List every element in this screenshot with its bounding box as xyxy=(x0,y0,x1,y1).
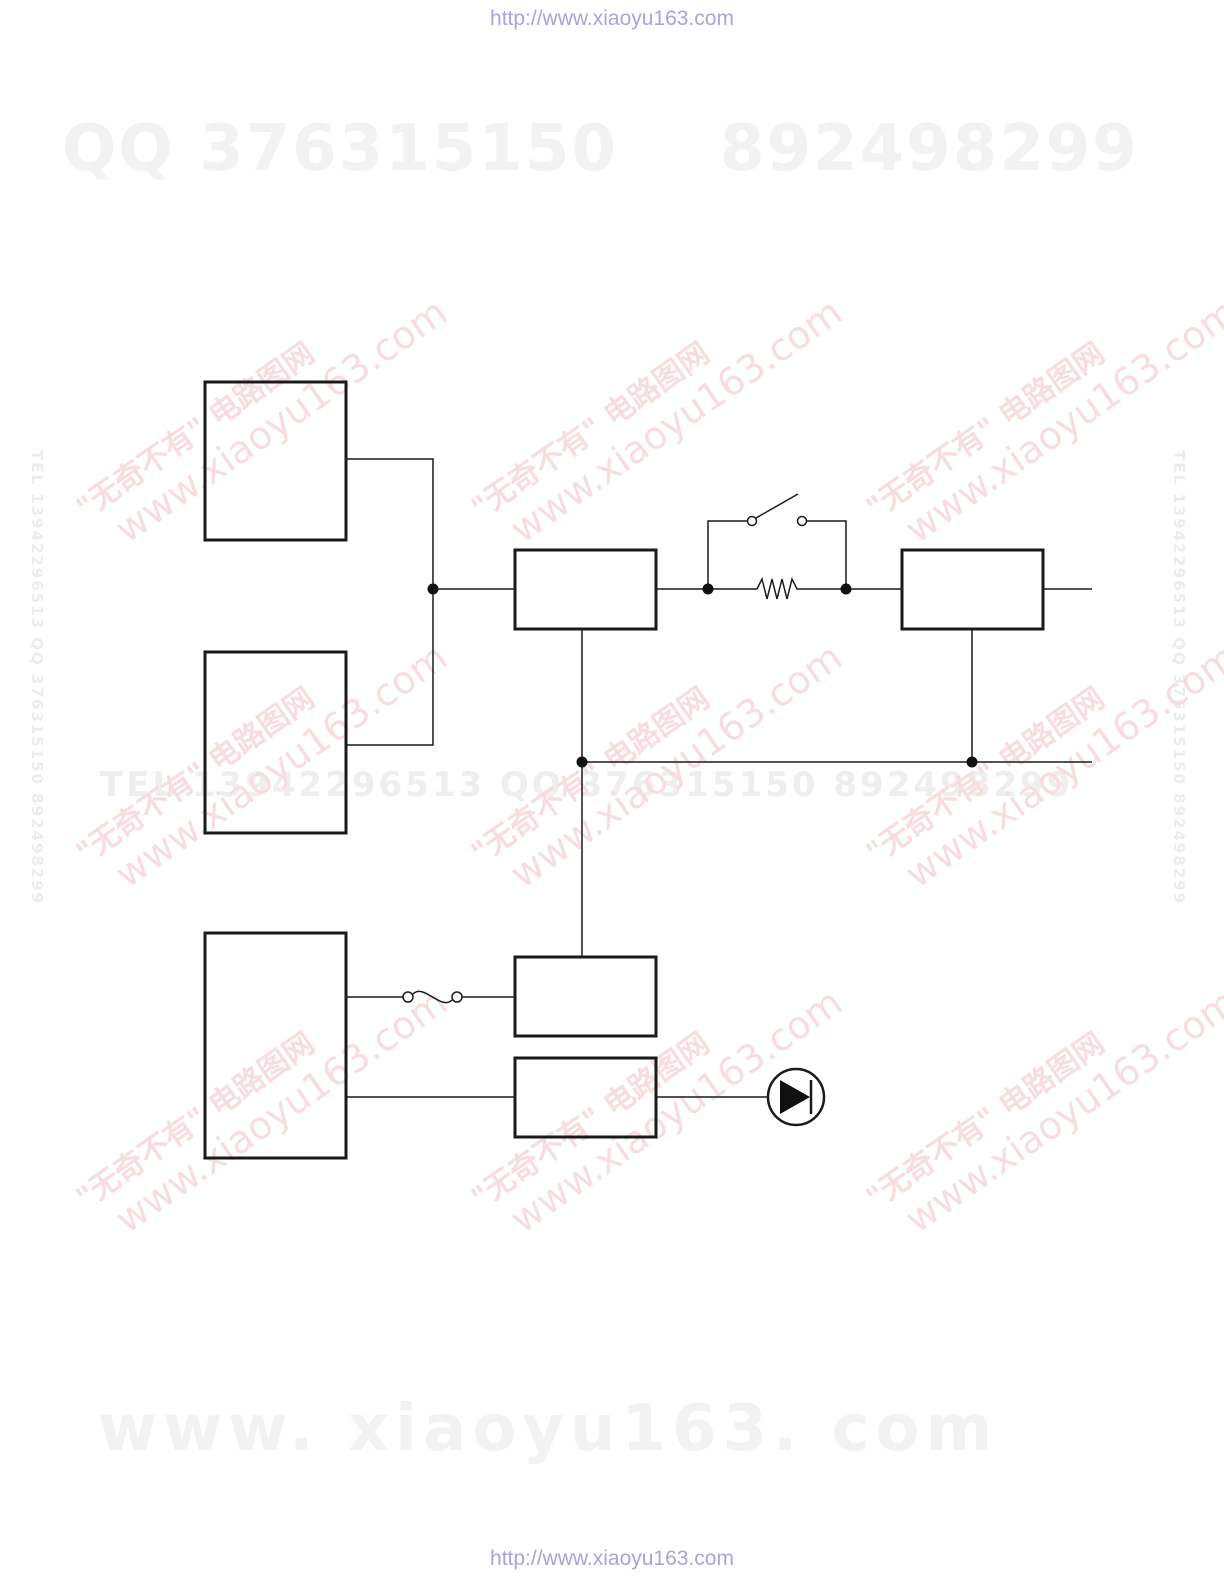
watermark-qq-a: QQ 376315150 xyxy=(62,112,618,186)
junction-dots xyxy=(427,583,978,768)
block-mid-left xyxy=(203,650,348,835)
diode-icon xyxy=(766,1067,826,1127)
block-right xyxy=(900,548,1045,631)
wire-top-bus xyxy=(656,520,1092,590)
wire-return-bus xyxy=(581,629,1092,957)
junction-dot xyxy=(702,583,714,595)
header-url[interactable]: http://www.xiaoyu163.com xyxy=(490,7,734,30)
junction-dot xyxy=(427,583,439,595)
switch-icon xyxy=(746,493,808,527)
junction-dot xyxy=(576,756,588,768)
block-center-mid xyxy=(513,955,658,1038)
junction-dot xyxy=(966,756,978,768)
block-center-bottom xyxy=(513,1056,658,1139)
block-center-top xyxy=(513,548,658,631)
fuse-icon xyxy=(402,990,463,1004)
block-bottom-left xyxy=(203,931,348,1160)
junction-dot xyxy=(840,583,852,595)
resistor-icon xyxy=(756,576,799,600)
wire-left-network xyxy=(346,458,515,746)
footer-url[interactable]: http://www.xiaoyu163.com xyxy=(490,1547,734,1570)
block-top-left xyxy=(203,380,348,542)
watermark-side-right: TEL 13942296513 QQ 376315150 892498299 xyxy=(1170,450,1188,906)
watermark-contact: TEL 13942296513 QQ 376315150 892498299 xyxy=(100,765,1074,805)
watermark-qq-b: 892498299 xyxy=(720,112,1139,186)
watermark-site: www. xiaoyu163. com xyxy=(98,1392,999,1466)
watermark-side-left: TEL 13942296513 QQ 376315150 892498299 xyxy=(28,450,46,906)
